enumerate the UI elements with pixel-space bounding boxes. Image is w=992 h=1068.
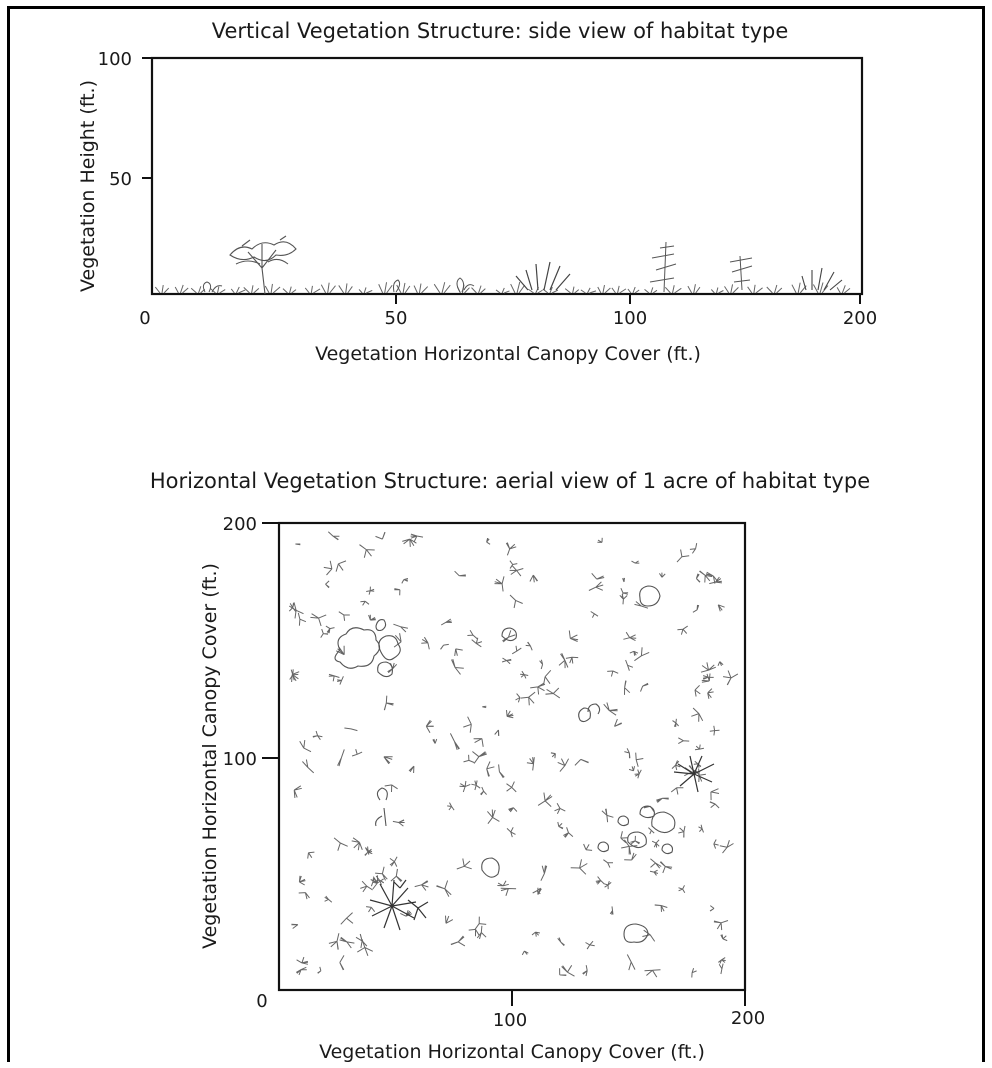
side-x-tick-label-50: 50 (385, 308, 408, 329)
side-view-plot-frame (150, 56, 864, 296)
aerial-view-title: Horizontal Vegetation Structure: aerial … (150, 469, 870, 493)
ground-grass-sketch (154, 281, 851, 294)
aerial-spiky-plants (369, 755, 715, 931)
side-x-tick-label-100: 100 (613, 308, 647, 329)
tree-sketch-right-1 (649, 241, 677, 293)
tree-sketch-left (229, 235, 297, 295)
side-y-tick-label-100: 100 (98, 49, 132, 70)
page-border (7, 6, 985, 1062)
side-y-axis-label: Vegetation Height (ft.) (77, 80, 99, 292)
sprout-sketches (202, 277, 475, 293)
aerial-y-tick-label-200: 200 (223, 514, 257, 535)
side-x-tick-label-200: 200 (843, 308, 877, 329)
shrub-sketch-1 (515, 261, 571, 291)
aerial-x-tick-label-200: 200 (731, 1008, 765, 1029)
side-x-axis-label: Vegetation Horizontal Canopy Cover (ft.) (315, 343, 701, 365)
side-view-title: Vertical Vegetation Structure: side view… (212, 19, 789, 43)
aerial-origin-label: 0 (256, 991, 267, 1012)
side-y-tick-label-50: 50 (109, 169, 132, 190)
shrub-sketch-2 (801, 267, 843, 291)
aerial-grass-sketch (288, 531, 739, 978)
side-origin-label: 0 (139, 308, 150, 329)
aerial-shrub-clumps (334, 585, 676, 943)
aerial-y-tick-label-100: 100 (223, 749, 257, 770)
tree-sketch-right-2 (729, 255, 753, 291)
aerial-x-tick-label-100: 100 (493, 1010, 527, 1031)
aerial-x-axis-label: Vegetation Horizontal Canopy Cover (ft.) (319, 1041, 705, 1063)
aerial-y-axis-label: Vegetation Horizontal Canopy Cover (ft.) (199, 563, 221, 949)
